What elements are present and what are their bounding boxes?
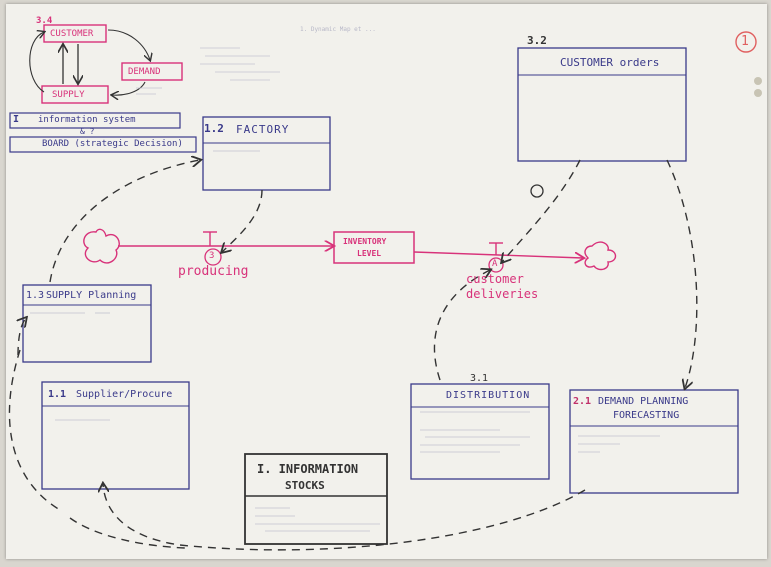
- board-box: [9, 136, 197, 153]
- supplier-title: Supplier/Procure: [76, 389, 173, 400]
- deliveries-flow-line: [413, 251, 583, 258]
- source-cloud: [83, 228, 120, 264]
- demand-planning-box: [569, 389, 739, 494]
- link-distribution-to-deliveries: [433, 270, 490, 381]
- supply-mini-box: [41, 85, 109, 104]
- customer-mini-label: CUSTOMER: [50, 29, 94, 39]
- customer-orders-box: [517, 47, 687, 162]
- demand-planning-subtitle: FORECASTING: [613, 410, 680, 421]
- customer-orders-number: 3.2: [527, 34, 547, 47]
- producing-marker: 3: [209, 251, 215, 261]
- supply-planning-title: SUPPLY Planning: [46, 290, 137, 301]
- information-stocks-box: [244, 453, 388, 545]
- info-system-connector: & ?: [80, 127, 95, 136]
- customer-orders-title: CUSTOMER orders: [560, 56, 660, 69]
- supply-planning-number: 1.3: [26, 290, 45, 301]
- faint-notes: [136, 47, 280, 95]
- deliveries-label-2: deliveries: [466, 287, 539, 301]
- pin-dot-2: [754, 89, 762, 97]
- board-label: BOARD (strategic Decision): [42, 139, 183, 149]
- cluster-arrow-customer-demand: [107, 29, 150, 60]
- page-marker-circle: [735, 31, 757, 53]
- deliveries-marker: A: [492, 259, 498, 269]
- link-bottom-loop: [103, 484, 586, 551]
- info-system-label: information system: [38, 115, 136, 125]
- inventory-label-2: LEVEL: [357, 249, 382, 258]
- distribution-box: [410, 383, 550, 480]
- producing-valve-circle: [204, 248, 222, 266]
- sink-cloud: [584, 241, 617, 271]
- producing-label: producing: [178, 264, 249, 279]
- box-faint-lines: [30, 150, 660, 532]
- info-system-number: I: [13, 114, 20, 125]
- factory-title: FACTORY: [236, 123, 290, 136]
- link-orders-to-demand: [666, 159, 698, 388]
- supplier-number: 1.1: [48, 389, 67, 400]
- deliveries-label-1: customer: [466, 272, 524, 286]
- inventory-level-stock: [333, 231, 415, 264]
- cluster-arrow-demand-supply: [112, 81, 146, 95]
- link-orders-to-deliveries: [502, 159, 581, 262]
- info-system-box: [9, 112, 181, 129]
- demand-planning-number: 2.1: [573, 396, 592, 407]
- link-factory-to-producing: [222, 189, 263, 252]
- information-stocks-title-2: STOCKS: [285, 479, 325, 492]
- deliveries-valve-circle: [488, 257, 504, 273]
- factory-number: 1.2: [204, 122, 224, 135]
- demand-mini-label: DEMAND: [128, 67, 161, 77]
- supply-mini-label: SUPPLY: [52, 90, 85, 100]
- distribution-title: DISTRIBUTION: [446, 390, 531, 401]
- dashed-links: [8, 159, 698, 551]
- pin-dot-1: [754, 77, 762, 85]
- link-bottom-left-return: [69, 517, 186, 549]
- factory-box: [202, 116, 331, 191]
- page-marker-label: 1: [741, 34, 749, 49]
- information-stocks-title-1: I. INFORMATION: [257, 462, 359, 476]
- demand-mini-box: [121, 62, 183, 81]
- distribution-number: 3.1: [470, 373, 489, 384]
- link-into-supply-planning: [18, 318, 26, 356]
- supplier-box: [41, 381, 190, 490]
- demand-planning-title: DEMAND PLANNING: [598, 396, 689, 407]
- link-left-loop: [8, 349, 61, 511]
- orders-link-marker: [530, 184, 544, 198]
- inventory-label-1: INVENTORY: [343, 237, 387, 246]
- top-note: 1. Dynamic Map et ...: [300, 26, 376, 33]
- cluster-arrow-loop-left: [29, 32, 44, 93]
- customer-mini-number: 3.4: [36, 16, 53, 26]
